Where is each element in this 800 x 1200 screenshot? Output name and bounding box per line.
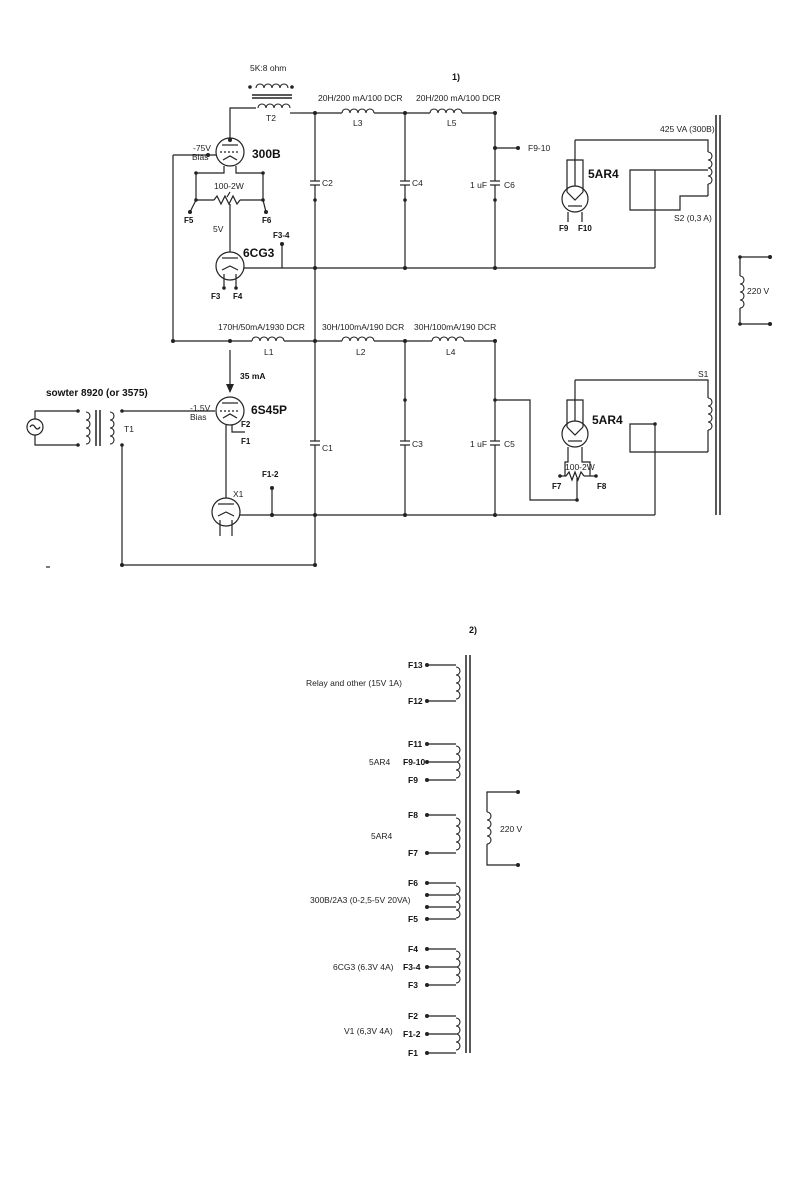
svg-text:6CG3 (6.3V 4A): 6CG3 (6.3V 4A)	[333, 962, 394, 972]
300b-resistor: 100-2W	[214, 181, 244, 191]
tube-300b	[215, 113, 245, 167]
tube-x1	[211, 497, 241, 536]
section-1-label: 1)	[452, 72, 460, 82]
c2-label: C2	[322, 178, 333, 188]
rect-lower-name: 5AR4	[592, 413, 623, 427]
secondary-v1: F2 F1-2 F1 V1 (6,3V 4A)	[344, 1011, 461, 1058]
svg-text:F8: F8	[408, 810, 418, 820]
svg-text:F1: F1	[408, 1048, 418, 1058]
6cg3-f4: F4	[233, 292, 243, 301]
l1-spec: 170H/50mA/1930 DCR	[218, 322, 305, 332]
l2-label: L2	[356, 347, 366, 357]
svg-text:F3-4: F3-4	[403, 962, 421, 972]
l4-label: L4	[446, 347, 456, 357]
svg-text:300B/2A3 (0-2,5-5V 20VA): 300B/2A3 (0-2,5-5V 20VA)	[310, 895, 411, 905]
input-transformer-t1: sowter 8920 (or 3575) T1	[26, 388, 148, 447]
output-transformer-t2: 5K:8 ohm T2	[248, 63, 294, 123]
driver-current: 35 mA	[240, 371, 266, 381]
svg-text:F12: F12	[408, 696, 423, 706]
l3-label: L3	[353, 118, 363, 128]
pt1-rating: 425 VA (300B)	[660, 124, 715, 134]
driver-f2: F2	[241, 420, 251, 429]
300b-5v: 5V	[213, 224, 224, 234]
l4-spec: 30H/100mA/190 DCR	[414, 322, 496, 332]
svg-text:F2: F2	[408, 1011, 418, 1021]
l1-label: L1	[264, 347, 274, 357]
pt1-mains: 220 V	[747, 286, 770, 296]
secondary-relay: F13 F12 Relay and other (15V 1A)	[306, 660, 461, 706]
svg-text:F11: F11	[408, 739, 422, 749]
secondary-300b: F6 F5 300B/2A3 (0-2,5-5V 20VA)	[310, 878, 461, 924]
primary-220v-section2: 220 V	[486, 790, 523, 867]
svg-text:5AR4: 5AR4	[371, 831, 393, 841]
pt1-s2: S2 (0,3 A)	[674, 213, 712, 223]
tube-6cg3	[215, 251, 245, 290]
tube-6cg3-name: 6CG3	[243, 246, 275, 260]
section-2-label: 2)	[469, 625, 477, 635]
svg-text:Relay and other (15V 1A): Relay and other (15V 1A)	[306, 678, 402, 688]
svg-text:F9-10: F9-10	[403, 757, 425, 767]
driver-bias-label: Bias	[190, 412, 207, 422]
t2-label: T2	[266, 113, 276, 123]
secondary-5ar4-a: F11 F9-10 F9 5AR4	[369, 739, 461, 785]
rect-lower-f8: F8	[597, 482, 607, 491]
pt1-s1: S1	[698, 369, 709, 379]
c3-label: C3	[412, 439, 423, 449]
300b-f6: F6	[262, 216, 272, 225]
l2-spec: 30H/100mA/190 DCR	[322, 322, 404, 332]
driver-f1: F1	[241, 437, 251, 446]
t1-label: T1	[124, 424, 134, 434]
svg-text:F3: F3	[408, 980, 418, 990]
svg-text:V1 (6,3V 4A): V1 (6,3V 4A)	[344, 1026, 393, 1036]
svg-text:5AR4: 5AR4	[369, 757, 391, 767]
300b-f5: F5	[184, 216, 194, 225]
svg-text:220 V: 220 V	[500, 824, 523, 834]
rect-upper-f9: F9	[559, 224, 569, 233]
c6-value: 1 uF	[470, 180, 487, 190]
tube-300b-name: 300B	[252, 147, 281, 161]
c5-label: C5	[504, 439, 515, 449]
l3-spec: 20H/200 mA/100 DCR	[318, 93, 403, 103]
t2-ratio: 5K:8 ohm	[250, 63, 286, 73]
l5-label: L5	[447, 118, 457, 128]
svg-text:F5: F5	[408, 914, 418, 924]
svg-text:F1-2: F1-2	[403, 1029, 421, 1039]
secondary-5ar4-b: F8 F7 5AR4	[371, 810, 461, 858]
svg-text:F9: F9	[408, 775, 418, 785]
rect-lower-f7: F7	[552, 482, 562, 491]
f9-10-tap: F9-10	[528, 143, 550, 153]
rectifier-lower-5ar4	[561, 380, 591, 476]
c5-value: 1 uF	[470, 439, 487, 449]
rectifier-upper-5ar4	[561, 140, 589, 222]
svg-text:F7: F7	[408, 848, 418, 858]
t1-title: sowter 8920 (or 3575)	[46, 388, 148, 399]
c6-label: C6	[504, 180, 515, 190]
l5-spec: 20H/200 mA/100 DCR	[416, 93, 501, 103]
rect-upper-f10: F10	[578, 224, 592, 233]
x1-label: X1	[233, 489, 244, 499]
svg-text:F13: F13	[408, 660, 423, 670]
driver-bias-voltage: -1.5V	[190, 403, 211, 413]
rect-upper-name: 5AR4	[588, 167, 619, 181]
c4-label: C4	[412, 178, 423, 188]
tube-6s45p	[215, 396, 245, 433]
300b-bias-voltage: -75V	[193, 143, 211, 153]
rect-lower-resistor: 100-2W	[565, 462, 595, 472]
secondary-6cg3: F4 F3-4 F3 6CG3 (6.3V 4A)	[333, 944, 461, 990]
driver-f1-2: F1-2	[262, 470, 279, 479]
svg-text:F4: F4	[408, 944, 418, 954]
6cg3-f3-4: F3-4	[273, 231, 290, 240]
svg-text:F6: F6	[408, 878, 418, 888]
300b-bias-label: Bias	[192, 152, 209, 162]
6cg3-f3: F3	[211, 292, 221, 301]
c1-label: C1	[322, 443, 333, 453]
tube-6s45p-name: 6S45P	[251, 403, 287, 417]
